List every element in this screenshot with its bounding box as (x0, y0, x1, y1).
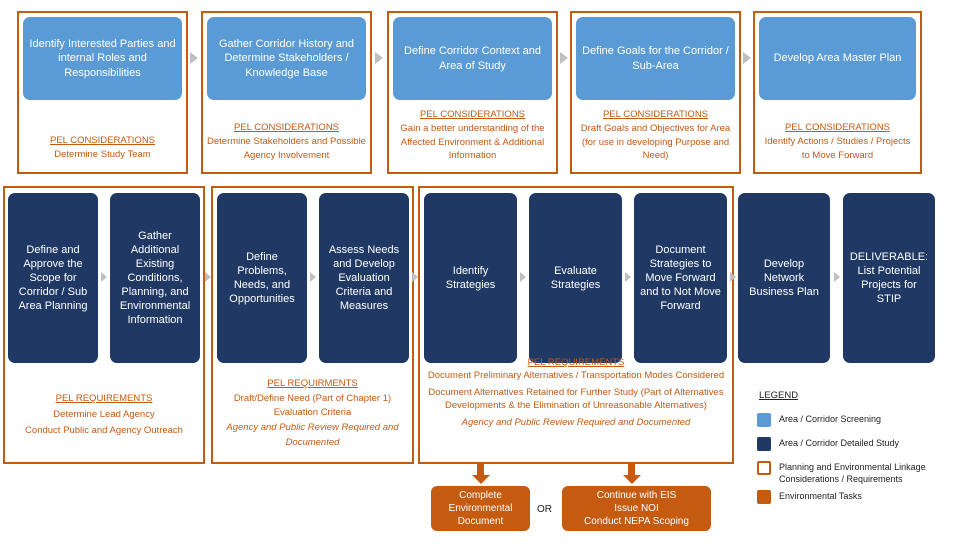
legend-label: Planning and Environmental Linkage Consi… (779, 462, 926, 485)
legend-swatch (757, 490, 771, 504)
pel-considerations-4: PEL CONSIDERATIONS Draft Goals and Objec… (578, 108, 733, 163)
top-step-4: Define Goals for the Corridor / Sub-Area (576, 17, 735, 100)
legend-item-detailed: Area / Corridor Detailed Study (757, 437, 947, 451)
env-task-line: Conduct NEPA Scoping (584, 516, 689, 527)
pel-requirements-3: PEL REQUIREMENTS Document Preliminary Al… (424, 356, 728, 429)
pel-considerations-1: PEL CONSIDERATIONS Determine Study Team (23, 134, 182, 162)
arrow-right-icon (190, 52, 198, 64)
legend-label: Environmental Tasks (779, 491, 862, 501)
requirements-frame-1 (3, 186, 205, 464)
env-task-line: Issue NOI (614, 503, 659, 514)
requirements-frame-2 (211, 186, 414, 464)
pel-text: Agency and Public Review Required and Do… (461, 416, 691, 428)
legend-swatch (757, 437, 771, 451)
pel-text: Document Alternatives Retained for Furth… (428, 386, 724, 412)
detail-step-3: Define Problems, Needs, and Opportunitie… (217, 193, 307, 363)
arrow-right-icon (730, 272, 736, 282)
pel-heading: PEL CONSIDERATIONS (233, 122, 340, 133)
top-step-5: Develop Area Master Plan (759, 17, 916, 100)
detail-step-2: Gather Additional Existing Conditions, P… (110, 193, 200, 363)
top-stage-frame-4 (570, 11, 741, 174)
pel-text: Draft/Define Need (Part of Chapter 1) (233, 392, 392, 404)
detail-step-6: Evaluate Strategies (529, 193, 622, 363)
arrow-right-icon (560, 52, 568, 64)
legend-label: Area / Corridor Screening (779, 414, 882, 424)
pel-text: Determine Lead Agency (53, 409, 155, 421)
env-task-line: Continue with EIS (596, 490, 677, 501)
top-stage-frame-2 (201, 11, 372, 174)
pel-text: Determine Stakeholders and Possible Agen… (207, 135, 366, 161)
arrow-right-icon (101, 272, 107, 282)
or-label: OR (537, 504, 552, 515)
pel-text: Draft Goals and Objectives for Area (for… (580, 122, 731, 162)
legend-item-screening: Area / Corridor Screening (757, 413, 947, 427)
legend-title: LEGEND (759, 390, 799, 401)
legend-label: Area / Corridor Detailed Study (779, 438, 900, 448)
top-stage-frame-1 (17, 11, 188, 174)
arrow-down-icon (628, 464, 635, 476)
legend-item-env-tasks: Environmental Tasks (757, 490, 947, 504)
top-stage-frame-3 (387, 11, 558, 174)
pel-text: Identify Actions / Studies / Projects to… (764, 135, 911, 161)
requirements-frame-3 (418, 186, 734, 464)
pel-heading: PEL CONSIDERATIONS (784, 122, 891, 133)
arrow-down-icon (477, 464, 484, 476)
arrow-right-icon (834, 272, 840, 282)
pel-heading: PEL CONSIDERATIONS (419, 109, 526, 120)
arrow-down-icon (623, 475, 641, 484)
pel-text: Conduct Public and Agency Outreach (25, 425, 183, 437)
arrow-right-icon (310, 272, 316, 282)
arrow-right-icon (520, 272, 526, 282)
pel-considerations-2: PEL CONSIDERATIONS Determine Stakeholder… (207, 121, 366, 162)
env-task-continue-eis: Continue with EIS Issue NOI Conduct NEPA… (562, 486, 711, 531)
detail-step-8: Develop Network Business Plan (738, 193, 830, 363)
detail-step-7: Document Strategies to Move Forward and … (634, 193, 727, 363)
pel-heading: PEL REQUIREMENTS (527, 357, 625, 368)
pel-heading: PEL REQUIRMENTS (267, 378, 358, 389)
arrow-down-icon (472, 475, 490, 484)
pel-requirements-1: PEL REQUIREMENTS Determine Lead Agency C… (8, 391, 200, 439)
pel-text: Evaluation Criteria (273, 407, 352, 419)
arrow-right-icon (412, 272, 418, 282)
arrow-right-icon (375, 52, 383, 64)
env-task-complete-document: Complete Environmental Document (431, 486, 530, 531)
arrow-right-icon (205, 272, 211, 282)
detail-step-4: Assess Needs and Develop Evaluation Crit… (319, 193, 409, 363)
pel-text: Document Preliminary Alternatives / Tran… (427, 370, 725, 382)
pel-considerations-5: PEL CONSIDERATIONS Identify Actions / St… (761, 121, 914, 162)
legend-item-pel: Planning and Environmental Linkage Consi… (757, 461, 952, 485)
pel-heading: PEL CONSIDERATIONS (49, 135, 156, 146)
deliverable-box: DELIVERABLE: List Potential Projects for… (843, 193, 935, 363)
top-step-1: Identify Interested Parties and internal… (23, 17, 182, 100)
top-step-2: Gather Corridor History and Determine St… (207, 17, 366, 100)
pel-requirements-2: PEL REQUIRMENTS Draft/Define Need (Part … (216, 377, 409, 451)
pel-considerations-3: PEL CONSIDERATIONS Gain a better underst… (393, 108, 552, 163)
pel-heading: PEL CONSIDERATIONS (602, 109, 709, 120)
pel-heading: PEL REQUIREMENTS (55, 393, 153, 404)
pel-text: Gain a better understanding of the Affec… (400, 122, 545, 162)
pel-text: Determine Study Team (54, 148, 151, 160)
detail-step-5: Identify Strategies (424, 193, 517, 363)
top-stage-frame-5 (753, 11, 922, 174)
pel-text: Agency and Public Review Required and Do… (226, 422, 399, 448)
top-step-3: Define Corridor Context and Area of Stud… (393, 17, 552, 100)
legend-swatch (757, 413, 771, 427)
arrow-right-icon (625, 272, 631, 282)
arrow-right-icon (743, 52, 751, 64)
detail-step-1: Define and Approve the Scope for Corrido… (8, 193, 98, 363)
legend-swatch (757, 461, 771, 475)
